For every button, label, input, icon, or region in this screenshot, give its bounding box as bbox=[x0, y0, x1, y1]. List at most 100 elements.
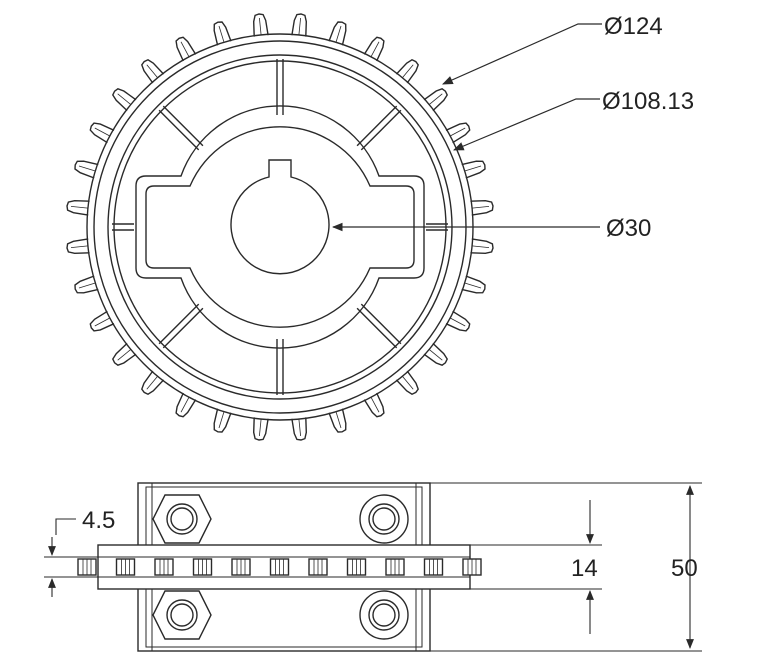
spoke-edge bbox=[356, 105, 398, 147]
sprocket-tooth bbox=[328, 21, 347, 46]
round-head-outline bbox=[359, 494, 409, 544]
hex-nut-outline bbox=[152, 494, 212, 544]
tooth-centerline bbox=[370, 41, 380, 57]
hex-nut-outline bbox=[152, 590, 212, 640]
hex-nut-top-left bbox=[152, 494, 212, 544]
round-head-bore bbox=[368, 503, 400, 535]
sprocket-tooth bbox=[395, 59, 419, 84]
tooth-centerline bbox=[428, 93, 443, 105]
tooth-centerline bbox=[464, 165, 482, 172]
spoke-edge bbox=[158, 109, 200, 151]
sprocket-tooth bbox=[213, 408, 232, 433]
tooth-centerline bbox=[450, 127, 466, 137]
tooth-centerline bbox=[428, 349, 443, 361]
hex-nut-bore bbox=[166, 599, 198, 631]
sprocket-tooth bbox=[74, 275, 99, 294]
bore-diameter-label: Ø30 bbox=[606, 215, 651, 242]
sprocket-tooth bbox=[291, 13, 308, 37]
tooth-centerline bbox=[402, 64, 414, 79]
sprocket-tooth bbox=[423, 342, 448, 366]
hex-nut-bore-inner bbox=[170, 507, 194, 531]
sprocket-tooth bbox=[141, 370, 165, 395]
tooth-centerline bbox=[70, 206, 88, 209]
round-head-top-right bbox=[359, 494, 409, 544]
leader-outer-diameter bbox=[442, 23, 602, 85]
sprocket-tooth bbox=[112, 342, 137, 366]
pitch-diameter-label: Ø108.13 bbox=[602, 88, 694, 115]
tooth-centerline bbox=[146, 375, 158, 390]
spoke-edge bbox=[356, 307, 398, 349]
tooth-centerline bbox=[472, 245, 490, 248]
sprocket-tooth bbox=[445, 122, 471, 144]
sprocket-spokes bbox=[112, 59, 448, 395]
sprocket-side-view bbox=[77, 482, 482, 652]
round-head-bore bbox=[368, 599, 400, 631]
sprocket-tooth bbox=[252, 13, 269, 37]
tooth-centerline bbox=[298, 17, 301, 35]
hub-outline bbox=[135, 105, 425, 349]
bore-with-keyway bbox=[230, 159, 330, 275]
hub-inner-outline bbox=[145, 126, 415, 328]
tooth-centerline bbox=[218, 25, 225, 43]
total-width-label: 50 bbox=[671, 555, 698, 582]
offset-label: 14 bbox=[571, 555, 598, 582]
sprocket-tooth bbox=[175, 392, 197, 418]
tooth-centerline bbox=[298, 419, 301, 437]
leader-pitch-diameter bbox=[453, 98, 600, 151]
spoke-edge bbox=[162, 105, 204, 147]
spoke-edge bbox=[162, 307, 204, 349]
sprocket-tooth bbox=[74, 160, 99, 179]
round-head-bore-inner bbox=[372, 507, 396, 531]
tooth-centerline bbox=[259, 17, 262, 35]
tooth-centerline bbox=[117, 349, 132, 361]
diameter-leaders bbox=[331, 23, 602, 232]
spoke-edge bbox=[360, 109, 402, 151]
sprocket-tooth bbox=[66, 199, 90, 216]
sprocket-tooth bbox=[66, 238, 90, 255]
sprocket-teeth bbox=[66, 13, 494, 441]
sprocket-tooth bbox=[461, 275, 486, 294]
sprocket-tooth bbox=[89, 310, 115, 332]
sprocket-tooth bbox=[328, 408, 347, 433]
tooth-centerline bbox=[180, 41, 190, 57]
tooth-centerline bbox=[146, 64, 158, 79]
sprocket-tooth bbox=[423, 88, 448, 112]
tooth-centerline bbox=[472, 206, 490, 209]
sprocket-tooth bbox=[470, 238, 494, 255]
hex-nut-bore bbox=[166, 503, 198, 535]
round-head-bore-inner bbox=[372, 603, 396, 627]
tooth-centerline bbox=[117, 93, 132, 105]
spoke-edge bbox=[360, 303, 402, 345]
thickness-label: 4.5 bbox=[82, 507, 115, 534]
spoke-edge bbox=[158, 303, 200, 345]
sprocket-tooth bbox=[112, 88, 137, 112]
sprocket-tooth bbox=[252, 417, 269, 441]
sprocket-tooth bbox=[395, 370, 419, 395]
sprocket-tooth bbox=[291, 417, 308, 441]
sprocket-tooth bbox=[470, 199, 494, 216]
tooth-centerline bbox=[94, 317, 110, 327]
chain-pins bbox=[77, 558, 482, 576]
hex-nut-bottom-left bbox=[152, 590, 212, 640]
sprocket-tooth bbox=[175, 36, 197, 62]
tooth-centerline bbox=[402, 375, 414, 390]
outer-diameter-label: Ø124 bbox=[604, 13, 663, 40]
side-view-dimensions bbox=[44, 482, 702, 652]
tooth-centerline bbox=[70, 245, 88, 248]
tooth-centerline bbox=[259, 419, 262, 437]
tooth-centerline bbox=[335, 25, 342, 43]
tooth-centerline bbox=[450, 317, 466, 327]
tooth-centerline bbox=[94, 127, 110, 137]
sprocket-tooth bbox=[363, 36, 385, 62]
tooth-centerline bbox=[464, 282, 482, 289]
tooth-centerline bbox=[180, 397, 190, 413]
sprocket-tooth bbox=[213, 21, 232, 46]
tooth-centerline bbox=[78, 282, 96, 289]
sprocket-top-view bbox=[66, 13, 494, 441]
hex-nut-bore-inner bbox=[170, 603, 194, 627]
tooth-centerline bbox=[218, 411, 225, 429]
sprocket-tooth bbox=[141, 59, 165, 84]
tooth-centerline bbox=[78, 165, 96, 172]
tooth-centerline bbox=[335, 411, 342, 429]
